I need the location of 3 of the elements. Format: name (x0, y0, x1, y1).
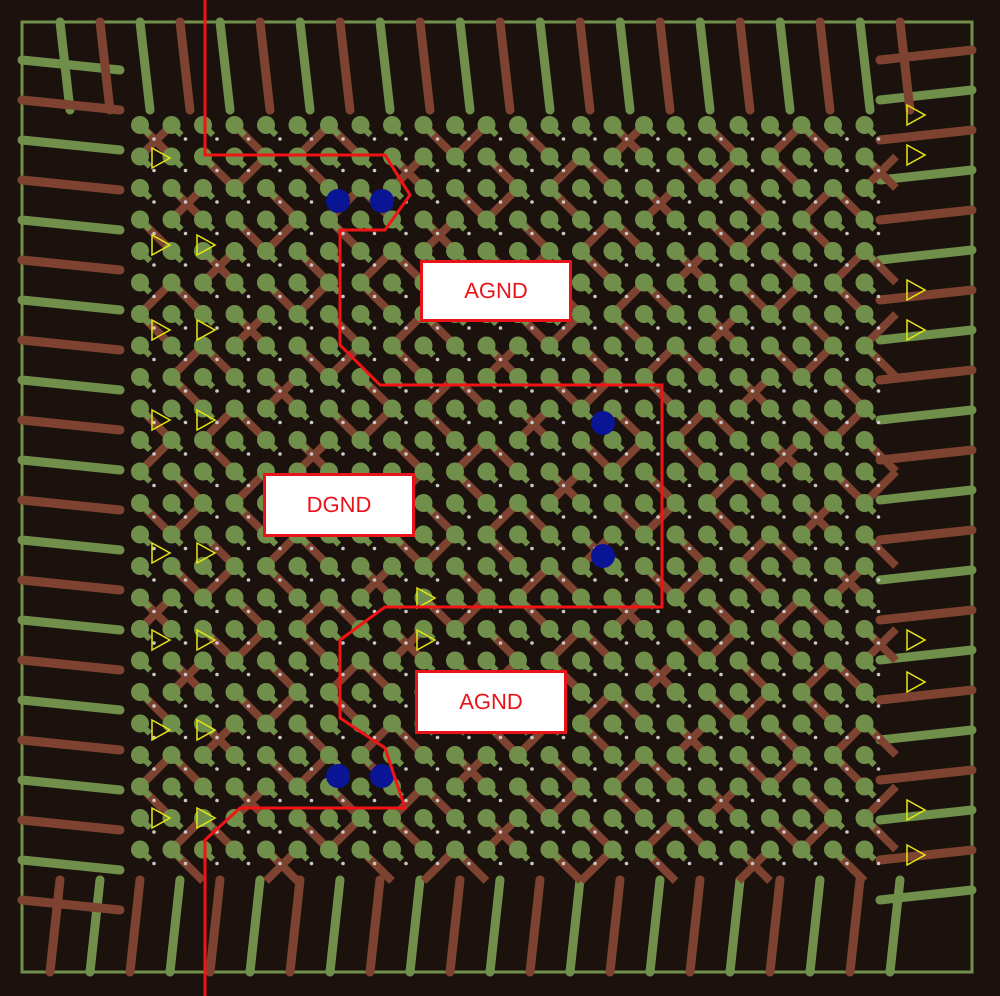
ground-region-label: AGND (420, 260, 572, 322)
ground-region-label: DGND (263, 473, 415, 537)
ground-region-label: AGND (415, 670, 567, 734)
